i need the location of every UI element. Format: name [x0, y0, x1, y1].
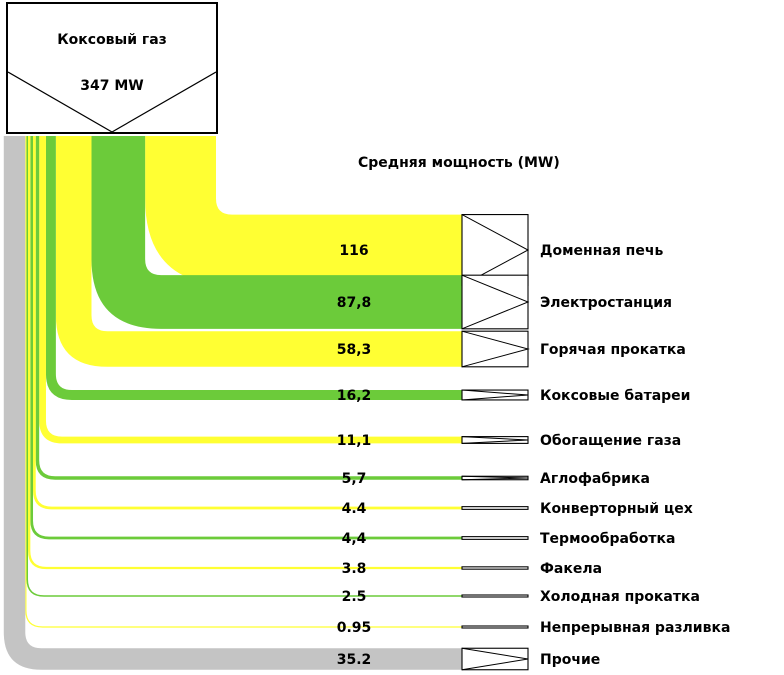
flow-arrow: [461, 647, 529, 671]
source-node: Коксовый газ 347 MW: [6, 2, 218, 134]
flow-arrow: [461, 214, 530, 286]
flow-arrow: [461, 389, 529, 401]
flow-target-label: Аглофабрика: [540, 471, 650, 487]
arrow-layer: [461, 214, 530, 671]
flow-arrow: [461, 330, 530, 368]
flow-value-label: 0.95: [337, 620, 372, 636]
chart-subtitle: Средняя мощность (MW): [358, 155, 560, 171]
source-value: 347 MW: [80, 78, 144, 94]
flow-arrow: [461, 536, 529, 540]
flow-value-label: 116: [339, 243, 368, 259]
flow-arrow: [461, 274, 530, 330]
flow-target-label: Конверторный цех: [540, 501, 693, 517]
flow-target-label: Электростанция: [540, 295, 672, 311]
label-layer: 116 Доменная печь 87,8 Электростанция 58,3 Го…: [337, 243, 731, 668]
flow-arrow: [461, 436, 529, 444]
flow-value-label: 2.5: [342, 589, 367, 605]
flow-value-label: 16,2: [337, 388, 372, 404]
flow-value-label: 58,3: [337, 342, 372, 358]
flow-value-label: 3.8: [342, 561, 367, 577]
flow-target-label: Холодная прокатка: [540, 589, 700, 605]
flow-target-label: Обогащение газа: [540, 433, 681, 449]
source-name: Коксовый газ: [57, 32, 167, 48]
flow-value-label: 4,4: [342, 531, 367, 547]
flow-value-label: 35.2: [337, 652, 372, 668]
flow-layer: [3, 136, 463, 670]
flow-value-label: 87,8: [337, 295, 372, 311]
flow-target-label: Доменная печь: [540, 243, 663, 259]
flow-arrow: [461, 506, 529, 510]
flow-arrow: [461, 625, 529, 629]
flow-value-label: 4.4: [342, 501, 367, 517]
source-chevron: [8, 71, 216, 132]
flow-band: [145, 136, 462, 286]
flow-arrow: [461, 475, 529, 481]
flow-value-label: 5,7: [342, 471, 367, 487]
flow-target-label: Непрерывная разливка: [540, 620, 730, 636]
flow-arrow: [461, 594, 529, 598]
flow-band: [91, 136, 462, 329]
flow-value-label: 11,1: [337, 433, 372, 449]
flow-target-label: Термообработка: [540, 531, 675, 547]
flow-target-label: Горячая прокатка: [540, 342, 686, 358]
flow-target-label: Прочие: [540, 652, 600, 668]
flow-target-label: Факела: [540, 561, 602, 577]
flow-arrow: [461, 566, 529, 570]
flow-target-label: Коксовые батареи: [540, 388, 690, 404]
flow-band: [55, 136, 462, 367]
